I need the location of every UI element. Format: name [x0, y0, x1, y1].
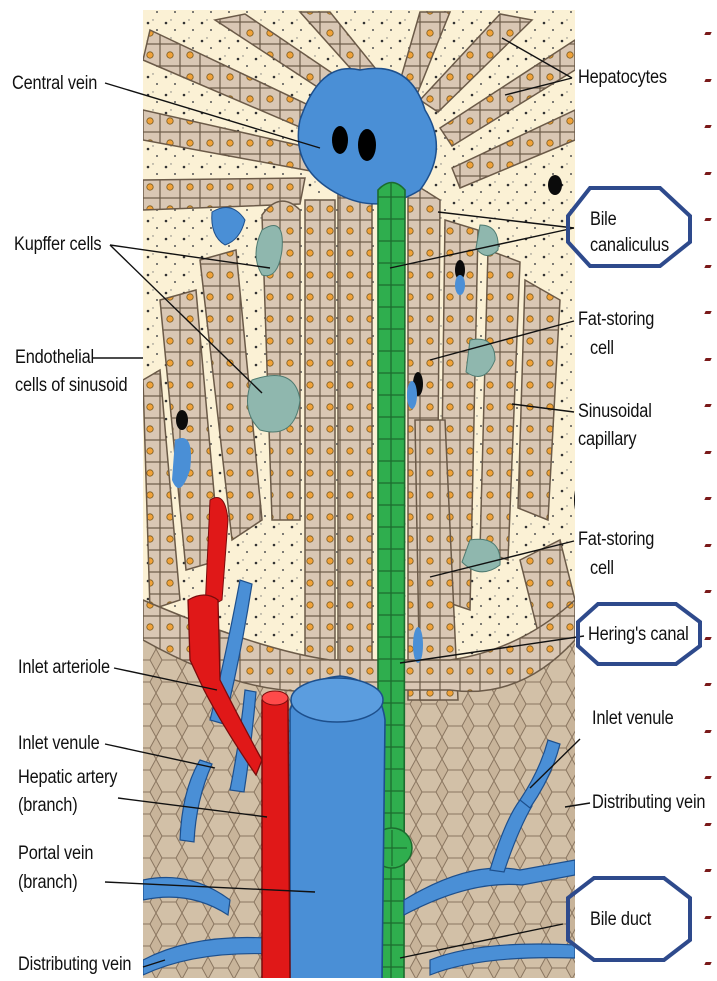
edge-tick — [704, 172, 711, 175]
label-bile-canaliculus-line2: canaliculus — [590, 232, 669, 259]
edge-tick — [704, 544, 711, 547]
label-sinusoidal-line1: Sinusoidal — [578, 398, 652, 425]
label-bile-canaliculus-line1: Bile — [590, 206, 617, 233]
edge-tick — [704, 358, 711, 361]
illustration-body — [143, 10, 594, 980]
label-inlet-venule-left: Inlet venule — [18, 730, 100, 757]
label-hepatocytes: Hepatocytes — [578, 64, 667, 91]
edge-tick — [704, 79, 711, 82]
label-hepatic-artery-line1: Hepatic artery — [18, 764, 117, 791]
label-fat-storing-cell-a-line1: Fat-storing — [578, 306, 654, 333]
label-bile-duct: Bile duct — [590, 906, 651, 933]
label-sinusoidal-line2: capillary — [578, 426, 636, 453]
label-fat-storing-cell-a-line2: cell — [590, 335, 614, 362]
edge-tick — [704, 451, 711, 454]
label-fat-storing-cell-b-line2: cell — [590, 555, 614, 582]
edge-tick — [704, 730, 711, 733]
highlight-outlines — [568, 188, 700, 960]
edge-tick — [704, 916, 711, 919]
label-fat-storing-cell-b-line1: Fat-storing — [578, 526, 654, 553]
label-central-vein: Central vein — [12, 70, 97, 97]
label-hepatic-artery-line2: (branch) — [18, 792, 77, 819]
label-endothelial-line1: Endothelial — [15, 344, 94, 371]
label-inlet-venule-right: Inlet venule — [592, 705, 674, 732]
label-portal-vein-line1: Portal vein — [18, 840, 93, 867]
label-herings-canal: Hering's canal — [588, 621, 689, 648]
hepatic-artery-shape — [262, 693, 290, 981]
label-inlet-arteriole: Inlet arteriole — [18, 654, 110, 681]
edge-tick — [704, 823, 711, 826]
edge-tick — [704, 265, 711, 268]
edge-tick — [704, 637, 711, 640]
label-portal-vein-line2: (branch) — [18, 869, 77, 896]
label-endothelial-line2: cells of sinusoid — [15, 372, 127, 399]
label-kupffer-cells: Kupffer cells — [14, 231, 101, 258]
label-distributing-vein-right: Distributing vein — [592, 789, 705, 816]
label-distributing-vein-left: Distributing vein — [18, 951, 131, 978]
